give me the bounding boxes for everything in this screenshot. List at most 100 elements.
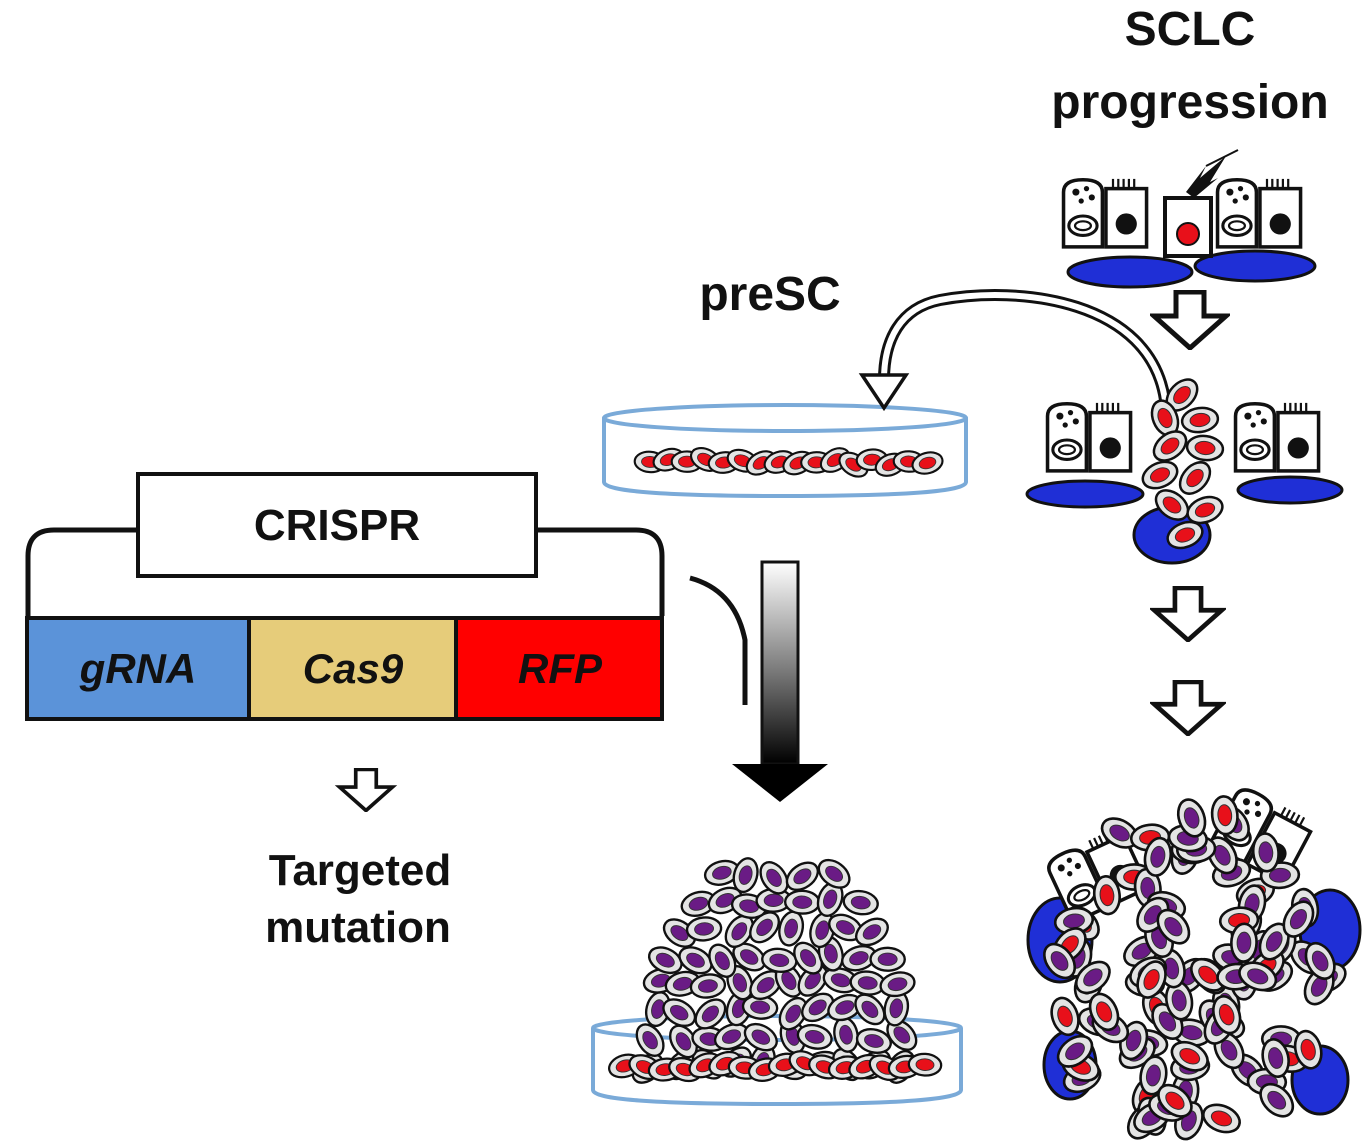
purple-tumor-cell bbox=[1043, 942, 1077, 980]
purple-tumor-cell bbox=[828, 913, 863, 942]
purple-tumor-cell bbox=[879, 971, 916, 998]
purple-tumor-cell bbox=[669, 1024, 698, 1059]
red-tumor-cell bbox=[1190, 957, 1226, 992]
purple-tumor-cell bbox=[759, 861, 789, 895]
purple-tumor-cell bbox=[796, 1023, 833, 1050]
purple-tumor-cell bbox=[783, 889, 821, 915]
purple-tumor-cell bbox=[694, 998, 727, 1030]
purple-tumor-cell bbox=[797, 964, 828, 997]
red-tumor-cell bbox=[1201, 1103, 1241, 1134]
purple-tumor-cell bbox=[833, 1016, 859, 1053]
purple-tumor-cell bbox=[869, 946, 906, 972]
purple-tumor-cell bbox=[647, 946, 683, 975]
purple-tumor-cell bbox=[785, 861, 820, 892]
purple-tumor-cell bbox=[689, 973, 727, 999]
purple-tumor-cell bbox=[1251, 832, 1280, 873]
purple-tumor-cell bbox=[662, 998, 697, 1028]
purple-tumor-cell bbox=[708, 943, 737, 978]
presc-dish bbox=[602, 403, 968, 499]
targeted-mutation-line1: Targeted bbox=[269, 846, 452, 895]
red-tumor-cell bbox=[1212, 994, 1242, 1035]
purple-tumor-cell bbox=[755, 887, 792, 913]
targeted-mutation-line2: mutation bbox=[265, 903, 451, 952]
red-tumor-cell bbox=[1050, 996, 1080, 1037]
crispr-box bbox=[136, 472, 538, 578]
sclc-title-line1: SCLC bbox=[1125, 3, 1256, 56]
purple-tumor-cell bbox=[855, 1027, 892, 1054]
purple-tumor-cell bbox=[732, 857, 759, 894]
red-tumor-cell bbox=[1166, 520, 1204, 550]
cas9-label: Cas9 bbox=[303, 645, 404, 692]
purple-tumor-cell bbox=[1056, 1034, 1094, 1068]
basal-cell bbox=[1236, 475, 1344, 505]
purple-tumor-cell bbox=[724, 914, 755, 948]
purple-tumor-cell bbox=[1176, 798, 1207, 838]
purple-tumor-cell bbox=[1156, 908, 1191, 945]
basal-cell bbox=[1066, 255, 1194, 289]
purple-tumor-cell bbox=[817, 858, 851, 889]
red-tumor-cell bbox=[1136, 960, 1167, 999]
purple-tumor-cell bbox=[1074, 960, 1111, 995]
purple-tumor-cell bbox=[713, 1022, 750, 1051]
crispr-delivery-arrow bbox=[689, 560, 828, 802]
purple-tumor-cell bbox=[778, 910, 805, 947]
presc-label: preSC bbox=[699, 268, 840, 321]
purple-tumor-cell bbox=[1261, 1038, 1290, 1078]
basal-cell bbox=[1193, 249, 1317, 283]
sclc-title-line2: progression bbox=[1051, 76, 1328, 129]
purple-tumor-cell bbox=[793, 941, 824, 975]
epithelium-stage1 bbox=[1061, 149, 1317, 289]
purple-tumor-cell bbox=[1282, 900, 1315, 938]
purple-tumor-cell bbox=[816, 881, 844, 917]
red-tumor-cell bbox=[1185, 434, 1225, 462]
crispr-label: CRISPR bbox=[254, 501, 420, 550]
purple-tumor-cell bbox=[883, 990, 910, 1027]
crispr-vector: CRISPR gRNA Cas9 RFP bbox=[25, 472, 665, 721]
mutation-spark-icon bbox=[1186, 156, 1226, 198]
red-tumor-cell bbox=[1178, 461, 1212, 495]
basal-cell bbox=[1025, 479, 1145, 509]
purple-tumor-cell bbox=[741, 994, 779, 1020]
down-arrow-3 bbox=[1154, 682, 1221, 734]
purple-tumor-cell bbox=[1143, 836, 1173, 877]
transfer-arrow bbox=[858, 289, 1171, 412]
red-tumor-cell bbox=[1180, 406, 1220, 434]
red-tumor-cell bbox=[1210, 795, 1239, 836]
red-tumor-cell bbox=[1154, 489, 1190, 521]
red-tumor-cell bbox=[1165, 378, 1199, 412]
red-tumor-cell bbox=[911, 451, 944, 475]
rfp-segment bbox=[454, 616, 664, 721]
purple-tumor-cell bbox=[841, 945, 877, 972]
red-tumor-cell bbox=[1152, 430, 1188, 462]
purple-tumor-cell bbox=[801, 992, 835, 1023]
epithelium-stage2 bbox=[1025, 378, 1344, 565]
purple-tumor-cell bbox=[749, 911, 780, 944]
red-tumor-cell bbox=[1186, 495, 1224, 525]
red-tumor-cell bbox=[1170, 1040, 1209, 1072]
purple-tumor-cell bbox=[1139, 1055, 1168, 1096]
red-tumor-cell bbox=[1088, 992, 1120, 1032]
down-arrow-1 bbox=[1154, 292, 1226, 348]
tumor-dish bbox=[591, 857, 963, 1107]
purple-tumor-cell bbox=[685, 916, 723, 942]
cas9-segment bbox=[247, 616, 458, 721]
purple-tumor-cell bbox=[1230, 922, 1258, 963]
purple-tumor-cell bbox=[1100, 817, 1139, 849]
purple-tumor-cell bbox=[635, 1023, 665, 1057]
purple-tumor-cell bbox=[743, 1022, 778, 1052]
red-tumor-cell bbox=[1141, 460, 1179, 490]
purple-tumor-cell bbox=[680, 890, 717, 917]
gRNA-label: gRNA bbox=[79, 645, 197, 692]
purple-tumor-cell bbox=[1259, 1082, 1295, 1118]
sclc-tumor bbox=[1026, 782, 1362, 1141]
red-tumor-cell bbox=[1157, 1083, 1193, 1118]
purple-tumor-cell bbox=[854, 993, 886, 1026]
red-tumor-cell bbox=[1092, 875, 1121, 916]
red-tumor-cell bbox=[1293, 1029, 1323, 1070]
purple-tumor-cell bbox=[1304, 941, 1336, 981]
down-arrow-2 bbox=[1154, 588, 1221, 640]
purple-tumor-cell bbox=[886, 1019, 918, 1051]
red-tumor-cell bbox=[907, 1052, 943, 1077]
purple-tumor-cell bbox=[822, 967, 859, 994]
